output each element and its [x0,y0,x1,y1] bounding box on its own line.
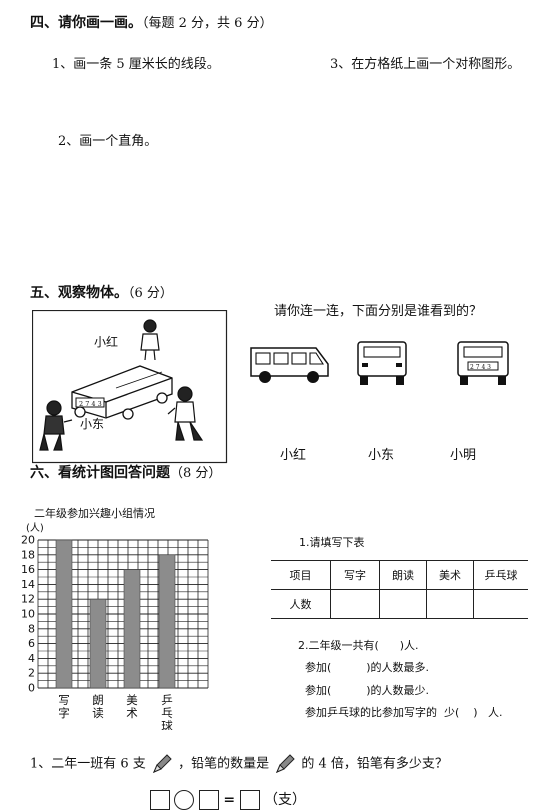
question1-text-c: 的 4 倍，铅笔有多少支？ [301,756,448,772]
question1-text-a: 1、二年一班有 6 支 [30,756,146,772]
table-header-art: 美术 [426,560,474,590]
section6-title: 六、看统计图回答问题（8 分） [30,462,221,482]
van-view-side [250,347,329,383]
q2-line2: 参加( )的人数最多. [305,661,430,674]
section4-title-text: 四、请你画一画。 [30,15,142,31]
x-category-char: 美 [126,693,138,707]
x-category-char: 球 [161,719,173,730]
section5-prompt: 请你连一连，下面分别是谁看到的？ [274,304,483,319]
table-cell-writing[interactable] [330,589,380,619]
pencil-icon [153,754,172,773]
q2-line1: 2.二年级一共有( )人. [298,639,419,652]
answer-label-xiaohong: 小红 [280,448,307,463]
small-plate: 2 7 4 3 [470,364,491,371]
table-header-item: 项目 [271,560,331,590]
section4-q2: 2、画一个直角。 [58,134,158,149]
answer-box-1[interactable] [150,790,170,810]
section4-q1: 1、画一条 5 厘米长的线段。 [52,57,220,72]
question1: 1、二年一班有 6 支 ，铅笔的数量是 的 4 倍，铅笔有多少支？ [30,752,448,776]
van-view-front: 2 7 4 3 [457,341,509,385]
question1-text-b: ，铅笔的数量是 [178,756,270,772]
equals-sign: = [223,792,236,808]
scene-illustration: 小红 2 7 4 3 小东 [32,310,228,464]
y-tick-label: 16 [21,563,35,576]
y-tick-label: 12 [21,593,35,606]
x-category-char: 乒 [161,693,173,707]
bar-2 [123,569,141,689]
chart-ylabel: (人) [26,522,44,534]
q2-line3: 参加( )的人数最少. [305,684,430,697]
y-tick-label: 18 [21,548,35,561]
y-tick-label: 0 [28,682,35,695]
y-tick-label: 20 [21,534,35,547]
x-category-char: 术 [126,706,138,720]
section4-score-note: （每题 2 分，共 6 分） [142,16,273,31]
y-tick-label: 4 [28,652,35,665]
x-category-label: 美术 [126,693,138,720]
boy-left-figure [39,400,73,451]
y-tick-label: 10 [21,608,35,621]
y-tick-label: 6 [28,637,35,650]
bar-3 [158,554,176,689]
table-cell-art[interactable] [426,589,474,619]
table-row-label: 人数 [271,589,331,619]
table-header-reading: 朗读 [379,560,427,590]
unit-label: （支） [264,792,306,808]
section5-score-note: （6 分） [128,286,173,301]
boy-right-figure [167,386,204,441]
section5-title: 五、观察物体。（6 分） [30,282,173,302]
van-figure [71,365,173,420]
table-cell-reading[interactable] [379,589,427,619]
section5-title-text: 五、观察物体。 [30,285,128,301]
x-category-label: 写字 [58,693,70,720]
x-category-char: 朗 [92,693,104,707]
x-category-char: 写 [58,693,70,707]
section4-q3: 3、在方格纸上画一个对称图形。 [330,57,521,72]
van-view-rear [357,341,407,385]
section6-score-note: （8 分） [170,466,222,481]
girl-figure [140,319,160,361]
scene-plate: 2 7 4 3 [79,400,102,408]
table-header-writing: 写字 [330,560,380,590]
chart-title: 二年级参加兴趣小组情况 [34,506,155,520]
x-category-char: 字 [58,706,70,720]
y-tick-label: 8 [28,622,35,635]
table-header-pingpong: 乒乓球 [473,560,528,590]
bar-0 [55,539,73,689]
bar-1 [89,598,107,689]
pencil-icon-2 [276,754,295,773]
operator-circle[interactable] [174,790,195,810]
fill-table: 项目 写字 朗读 美术 乒乓球 人数 [271,560,528,619]
answer-label-xiaoming: 小明 [450,448,477,463]
y-tick-label: 14 [21,578,35,591]
scene-label-xiaodong: 小东 [80,417,104,431]
answer-label-xiaodong: 小东 [368,448,395,463]
section4-title: 四、请你画一画。（每题 2 分，共 6 分） [30,12,273,32]
x-category-char: 乓 [161,706,173,720]
x-category-label: 乒乓球 [161,693,173,730]
answer-equation: = （支） [150,789,306,810]
answer-box-3[interactable] [239,790,260,810]
answer-box-2[interactable] [198,790,219,810]
table-title: 1.请填写下表 [299,536,365,549]
section6-title-text: 六、看统计图回答问题 [30,465,170,481]
x-category-label: 朗读 [92,693,104,720]
q2-line4: 参加乒乓球的比参加写字的 少( ) 人. [305,706,503,719]
table-cell-pingpong[interactable] [473,589,528,619]
x-category-char: 读 [92,706,104,720]
y-tick-label: 2 [28,667,35,680]
scene-label-xiaohong: 小红 [94,334,118,349]
